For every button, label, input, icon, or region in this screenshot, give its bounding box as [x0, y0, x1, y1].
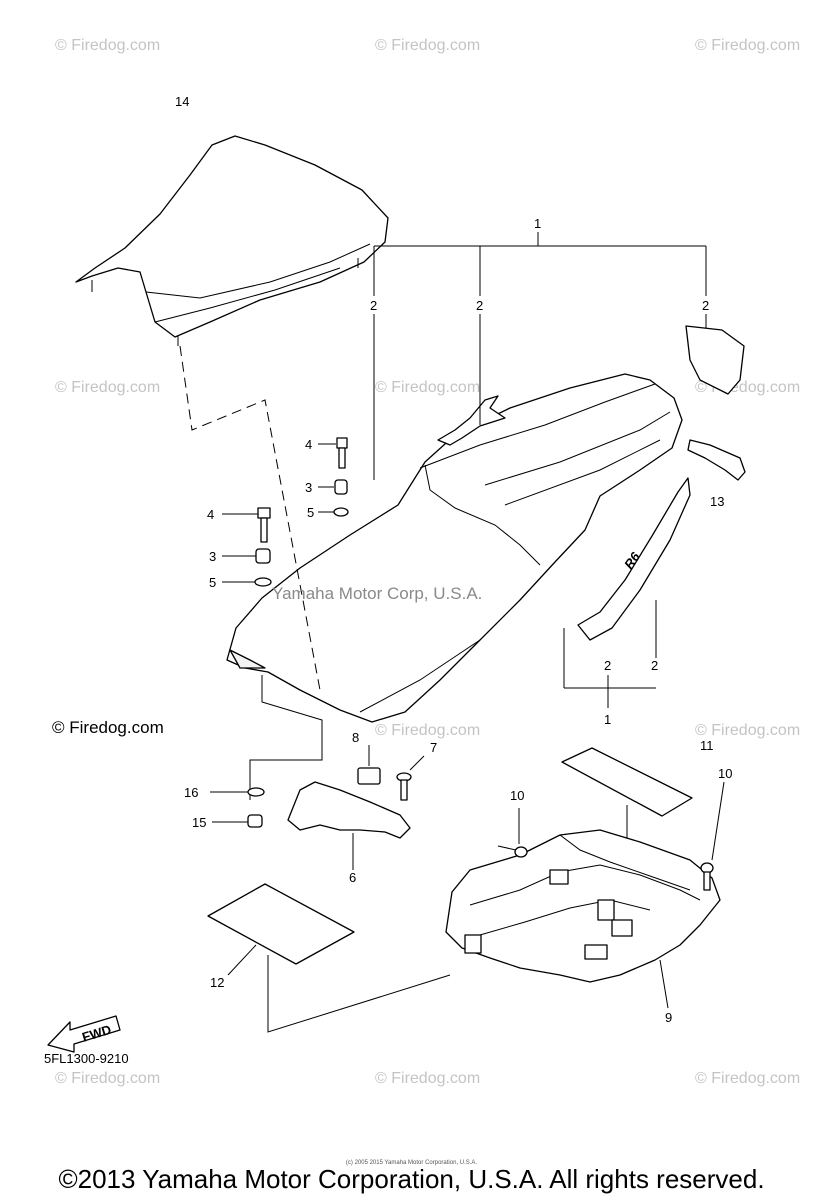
- callout-5-lower: 5: [209, 575, 216, 590]
- collar-16: [210, 787, 265, 797]
- callout-2-e: 2: [651, 658, 658, 673]
- battery-box: [445, 829, 721, 1009]
- seat-to-bracket-line: [249, 675, 323, 800]
- forward-arrow-icon: FWD: [47, 1015, 121, 1053]
- side-watermark: © Firedog.com: [52, 718, 164, 737]
- washer-lower: [222, 577, 272, 587]
- callout-11: 11: [700, 738, 714, 753]
- washer-upper: [318, 507, 349, 517]
- watermark-9: © Firedog.com: [55, 1070, 160, 1087]
- callout-5-upper: 5: [307, 505, 314, 520]
- watermark-2: © Firedog.com: [375, 37, 480, 54]
- watermark-11: © Firedog.com: [695, 1070, 800, 1087]
- watermark-4: © Firedog.com: [55, 379, 160, 396]
- grommet-lower: [222, 548, 271, 564]
- callout-4-upper: 4: [305, 437, 312, 452]
- callout-10-left: 10: [510, 788, 524, 803]
- screw-7: [396, 755, 425, 801]
- pad-leader: [267, 955, 451, 1033]
- bolt-lower: [222, 507, 271, 543]
- callout-7: 7: [430, 740, 437, 755]
- callout-4-lower: 4: [207, 507, 214, 522]
- tail-cowling: [226, 373, 683, 723]
- rider-seat: [75, 135, 389, 346]
- center-watermark: Yamaha Motor Corp, U.S.A.: [272, 584, 483, 603]
- nut-15: [212, 814, 263, 828]
- callout-2-c: 2: [702, 298, 709, 313]
- seat-bracket-plate: [287, 781, 411, 839]
- callout-14: 14: [175, 94, 189, 109]
- watermark-7: © Firedog.com: [375, 722, 480, 739]
- seat-leader: [179, 345, 321, 691]
- seat-cowl-pad: [685, 325, 745, 395]
- battery-cover-pad: [207, 883, 355, 965]
- seat-strap: [687, 439, 746, 481]
- diagram-code: 5FL1300-9210: [44, 1051, 129, 1066]
- callout-13: 13: [710, 494, 724, 509]
- callout-15: 15: [192, 815, 206, 830]
- callout-1-bottom: 1: [604, 712, 611, 727]
- callout-10-right: 10: [718, 766, 732, 781]
- battery-band-pad: [561, 747, 693, 817]
- grommet-upper: [318, 479, 348, 495]
- seat-lock-clip: [357, 767, 381, 785]
- fine-print: (c) 2005 2015 Yamaha Motor Corporation, …: [345, 1160, 478, 1166]
- screw-10-right: [700, 781, 725, 891]
- callout-6: 6: [349, 870, 356, 885]
- watermark-8: © Firedog.com: [695, 722, 800, 739]
- bolt-upper: [318, 437, 348, 469]
- callout-2-b: 2: [476, 298, 483, 313]
- callout-9: 9: [665, 1010, 672, 1025]
- callout-3-lower: 3: [209, 549, 216, 564]
- callout-12: 12: [210, 975, 224, 990]
- callout-2-a: 2: [370, 298, 377, 313]
- callout-bracket-bottom: [563, 600, 657, 708]
- screw-10-left: [497, 808, 528, 858]
- watermark-10: © Firedog.com: [375, 1070, 480, 1087]
- callout-8: 8: [352, 730, 359, 745]
- callout-2-d: 2: [604, 658, 611, 673]
- callout-1-top: 1: [534, 216, 541, 231]
- side-cowl-right: R6: [577, 477, 691, 641]
- watermark-1: © Firedog.com: [55, 37, 160, 54]
- watermark-3: © Firedog.com: [695, 37, 800, 54]
- tail-decal: [437, 395, 506, 446]
- callout-bracket-top: [373, 232, 707, 480]
- watermark-5: © Firedog.com: [375, 379, 480, 396]
- callout-16: 16: [184, 785, 198, 800]
- callout-3-upper: 3: [305, 480, 312, 495]
- copyright-footer: ©2013 Yamaha Motor Corporation, U.S.A. A…: [58, 1164, 765, 1194]
